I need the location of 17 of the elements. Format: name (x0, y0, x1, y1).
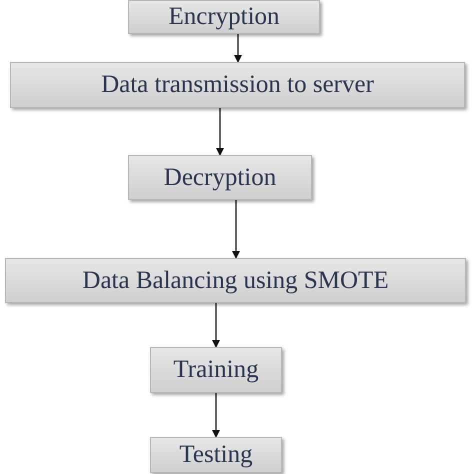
step-label: Data transmission to server (101, 70, 374, 100)
arrow (212, 393, 220, 438)
arrow (232, 200, 240, 259)
process-box (150, 437, 282, 473)
process-box (128, 0, 320, 34)
process-box (10, 62, 465, 108)
step-label: Data Balancing using SMOTE (82, 266, 389, 296)
step-label: Decryption (164, 162, 276, 193)
process-box (5, 258, 466, 303)
step-label: Encryption (168, 2, 280, 32)
process-box (128, 155, 312, 200)
arrow (234, 34, 242, 63)
arrow (212, 303, 220, 348)
step-label: Training (173, 355, 259, 386)
process-box (150, 347, 282, 393)
arrow (216, 108, 224, 156)
step-label: Testing (179, 440, 253, 470)
